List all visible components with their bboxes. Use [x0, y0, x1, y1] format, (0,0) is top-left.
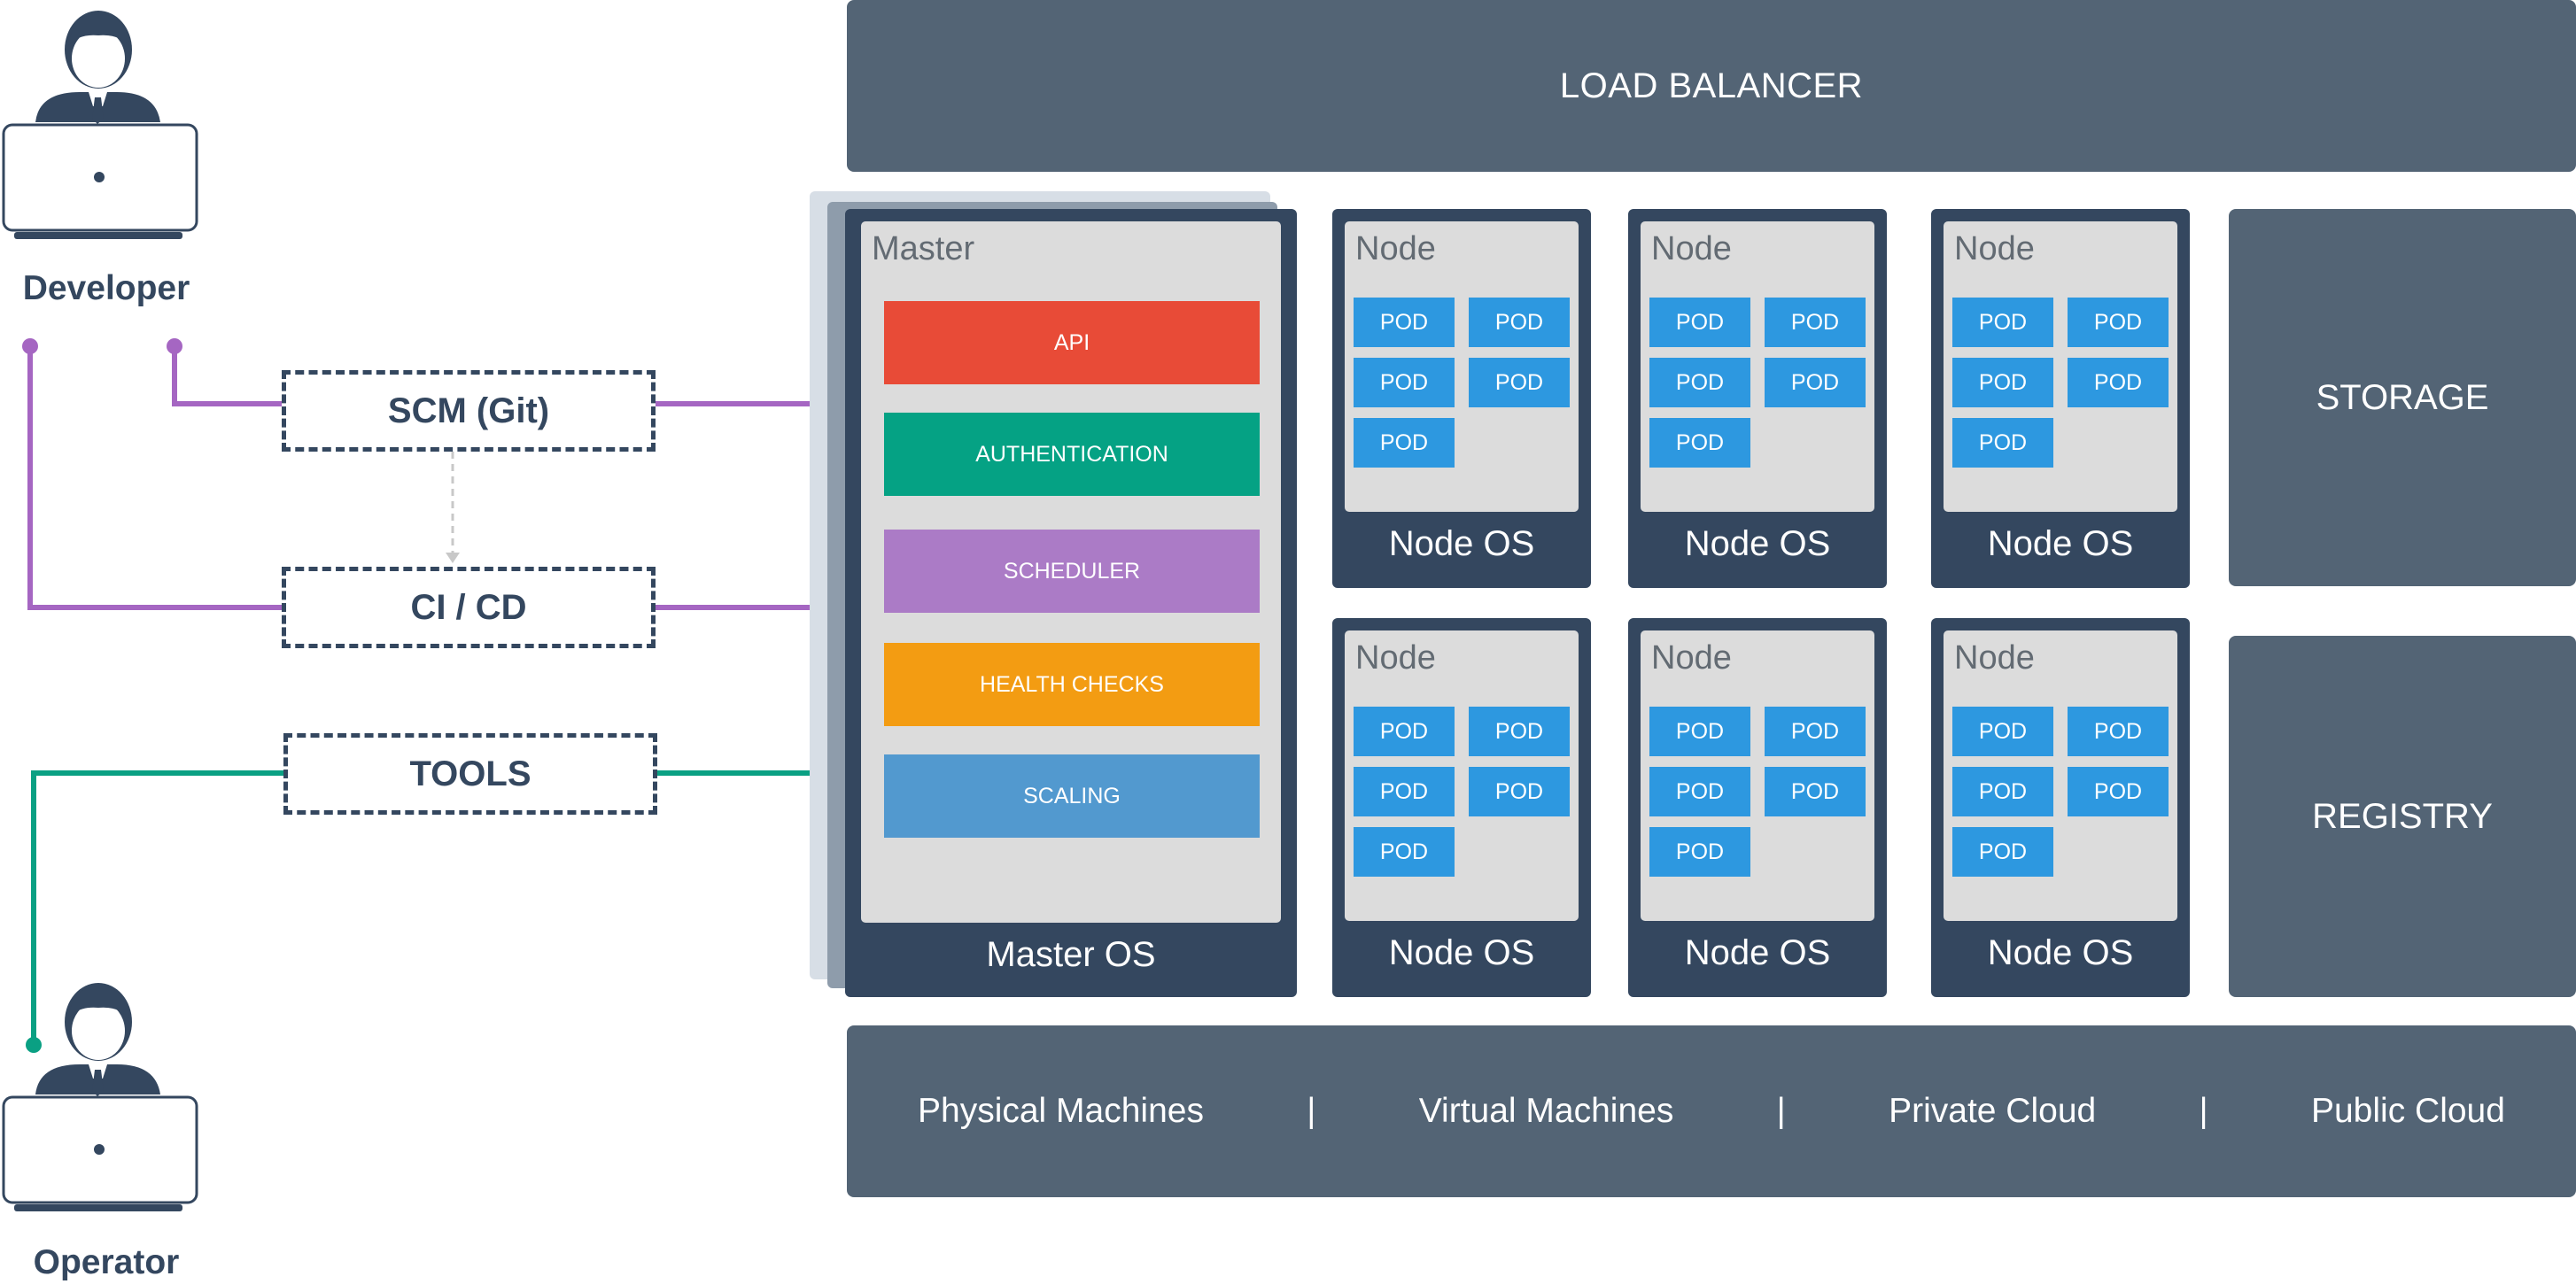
infrastructure-bar: Physical Machines | Virtual Machines | P…: [847, 1025, 2576, 1197]
pod: POD: [1354, 767, 1455, 816]
node-title: Node: [1355, 230, 1436, 267]
scheduler-component: SCHEDULER: [884, 530, 1260, 613]
node-title: Node: [1651, 639, 1732, 677]
pod: POD: [1952, 767, 2053, 816]
scaling-component: SCALING: [884, 754, 1260, 838]
operator-icon: [2, 983, 198, 1211]
pod: POD: [1354, 298, 1455, 347]
virtual-machines-label: Virtual Machines: [1418, 1092, 1674, 1130]
load-balancer-label: LOAD BALANCER: [1559, 66, 1864, 105]
api-component: API: [884, 301, 1260, 384]
pod: POD: [1952, 358, 2053, 407]
pod: POD: [1952, 298, 2053, 347]
physical-machines-label: Physical Machines: [918, 1092, 1204, 1130]
tools-box: TOOLS: [283, 733, 657, 815]
operator-to-tools-line: [31, 770, 283, 1045]
node-os-label: Node OS: [1684, 524, 1831, 563]
developer-endpoint-1: [22, 338, 38, 354]
node-title: Node: [1954, 639, 2035, 677]
pod: POD: [1469, 298, 1570, 347]
operator-endpoint: [26, 1037, 42, 1053]
public-cloud-label: Public Cloud: [2310, 1092, 2505, 1130]
private-cloud-label: Private Cloud: [1889, 1092, 2097, 1130]
operator-label: Operator: [33, 1243, 180, 1281]
pod: POD: [2068, 358, 2169, 407]
pod: POD: [2068, 767, 2169, 816]
pod: POD: [1354, 707, 1455, 756]
pod: POD: [1765, 358, 1866, 407]
developer-label: Developer: [22, 269, 190, 307]
storage-box: STORAGE: [2229, 209, 2576, 586]
pod: POD: [1765, 767, 1866, 816]
pod: POD: [1952, 418, 2053, 468]
pod: POD: [1952, 827, 2053, 877]
developer-to-cicd-line: [27, 346, 283, 610]
pod: POD: [1649, 358, 1750, 407]
separator: |: [2199, 1092, 2208, 1130]
pod: POD: [1649, 767, 1750, 816]
scm-to-cicd-arrowhead: [446, 553, 460, 563]
developer-icon: [2, 11, 198, 239]
master-os-label: Master OS: [986, 935, 1156, 974]
node-os-label: Node OS: [1987, 933, 2134, 972]
pod: POD: [1649, 827, 1750, 877]
pod: POD: [1469, 358, 1570, 407]
pod: POD: [1649, 707, 1750, 756]
registry-box: REGISTRY: [2229, 636, 2576, 997]
node-title: Node: [1651, 230, 1732, 267]
pod: POD: [1354, 358, 1455, 407]
node-os-label: Node OS: [1987, 524, 2134, 563]
authentication-component: AUTHENTICATION: [884, 413, 1260, 496]
node-title: Node: [1355, 639, 1436, 677]
pod: POD: [1354, 827, 1455, 877]
pod: POD: [1354, 418, 1455, 468]
separator: |: [1307, 1092, 1316, 1130]
pod: POD: [1952, 707, 2053, 756]
node-os-label: Node OS: [1388, 524, 1535, 563]
separator: |: [1776, 1092, 1786, 1130]
cicd-box: CI / CD: [282, 567, 656, 648]
developer-to-scm-line: [172, 346, 283, 406]
master-title: Master: [872, 230, 975, 267]
pod: POD: [2068, 707, 2169, 756]
developer-endpoint-2: [167, 338, 182, 354]
pod: POD: [1649, 418, 1750, 468]
pod: POD: [1765, 298, 1866, 347]
registry-label: REGISTRY: [2312, 796, 2493, 836]
load-balancer: LOAD BALANCER: [847, 0, 2576, 172]
pod: POD: [1649, 298, 1750, 347]
storage-label: STORAGE: [2316, 377, 2489, 417]
pod: POD: [2068, 298, 2169, 347]
node-os-label: Node OS: [1388, 933, 1535, 972]
node-os-label: Node OS: [1684, 933, 1831, 972]
health-checks-component: HEALTH CHECKS: [884, 643, 1260, 726]
pod: POD: [1469, 707, 1570, 756]
pod: POD: [1765, 707, 1866, 756]
scm-box: SCM (Git): [282, 370, 656, 452]
pod: POD: [1469, 767, 1570, 816]
node-title: Node: [1954, 230, 2035, 267]
